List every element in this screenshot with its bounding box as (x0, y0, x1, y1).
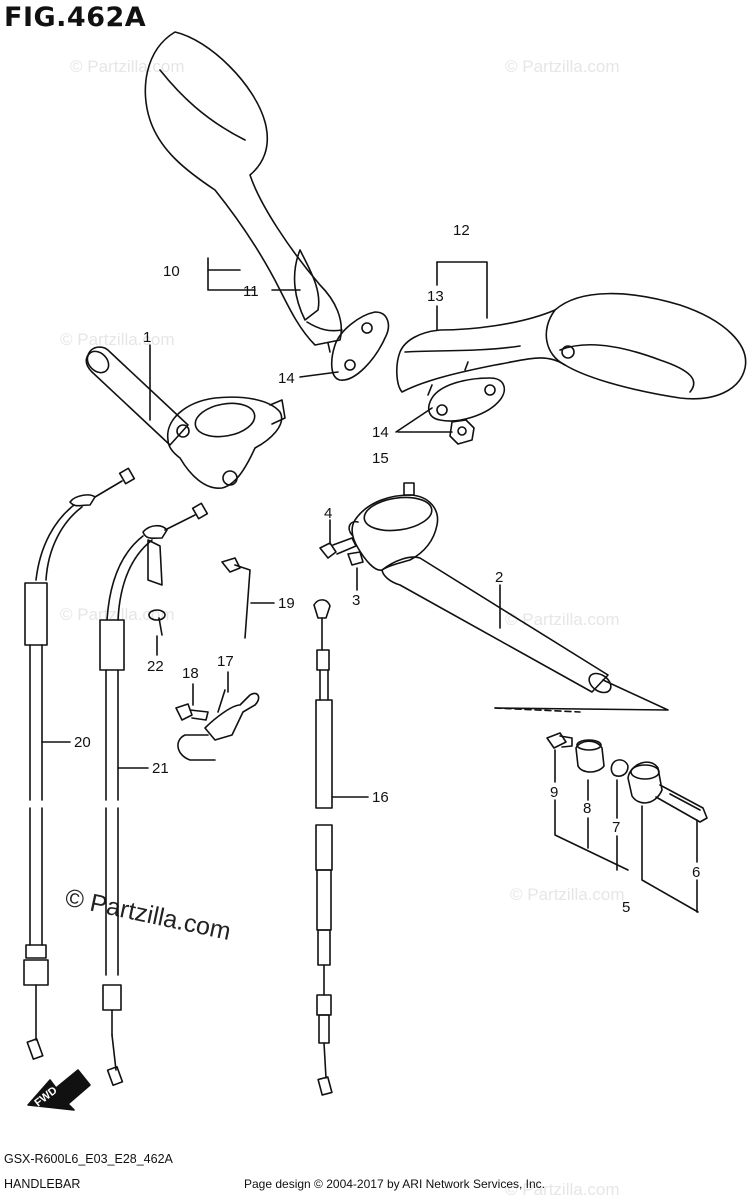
watermark: © Partzilla.com (510, 885, 625, 904)
callout-5: 5 (622, 899, 630, 916)
callout-17: 17 (217, 653, 234, 670)
callout-4: 4 (324, 505, 332, 522)
callout-21: 21 (152, 760, 169, 777)
nut (449, 419, 475, 445)
copyright-notice: Page design © 2004-2017 by ARI Network S… (244, 1177, 546, 1191)
throttle-cable-pull (23, 467, 136, 1060)
callout-12: 12 (453, 222, 470, 239)
callout-14: 14 (372, 424, 389, 441)
left-mirror (144, 31, 343, 353)
pin (221, 557, 251, 639)
diagram-name: HANDLEBAR (4, 1177, 81, 1191)
callout-22: 22 (147, 658, 164, 675)
watermark: © Partzilla.com (505, 1180, 620, 1199)
callout-1: 1 (143, 329, 151, 346)
clamp-bolt (175, 703, 209, 721)
callout-7: 7 (612, 819, 620, 836)
right-handlebar (348, 482, 612, 694)
diagram-code: GSX-R600L6_E03_E28_462A (4, 1152, 173, 1166)
partzilla-watermark: © Partzilla.com (63, 883, 234, 945)
throttle-cable-return (99, 502, 209, 1087)
callout-9: 9 (550, 784, 558, 801)
watermark: © Partzilla.com (70, 57, 185, 76)
leader-lines (41, 257, 699, 913)
fwd-arrow (27, 1069, 91, 1111)
callout-16: 16 (372, 789, 389, 806)
watermark: © Partzilla.com (60, 330, 175, 349)
callout-11: 11 (243, 283, 259, 300)
callout-19: 19 (278, 595, 295, 612)
clutch-cable (313, 599, 333, 1096)
watermarks: © Partzilla.com © Partzilla.com © Partzi… (60, 57, 625, 1199)
screw (148, 609, 166, 636)
handlebar-bolt (319, 537, 357, 559)
right-mirror (396, 292, 747, 400)
watermark: © Partzilla.com (505, 610, 620, 629)
cable-clamp (177, 689, 260, 761)
left-handlebar (85, 346, 286, 489)
left-mirror-plate (330, 311, 390, 381)
callout-20: 20 (74, 734, 91, 751)
figure-title: FIG.462A (4, 2, 147, 33)
right-mirror-plate (427, 377, 506, 422)
alignment-lines (494, 679, 669, 713)
callout-3: 3 (352, 592, 360, 609)
callout-15: 15 (372, 450, 389, 467)
bar-end-balancer (546, 732, 708, 823)
callout-2: 2 (495, 569, 503, 586)
callout-10: 10 (163, 263, 180, 280)
callout-14: 14 (278, 370, 295, 387)
watermark: © Partzilla.com (505, 57, 620, 76)
collar (347, 551, 364, 566)
callout-13: 13 (427, 288, 444, 305)
callout-18: 18 (182, 665, 199, 682)
callout-6: 6 (692, 864, 700, 881)
callout-8: 8 (583, 800, 591, 817)
watermark: © Partzilla.com (60, 605, 175, 624)
callout-numbers: 1 2 3 4 5 6 7 8 9 10 11 12 13 14 14 15 1… (74, 222, 700, 916)
